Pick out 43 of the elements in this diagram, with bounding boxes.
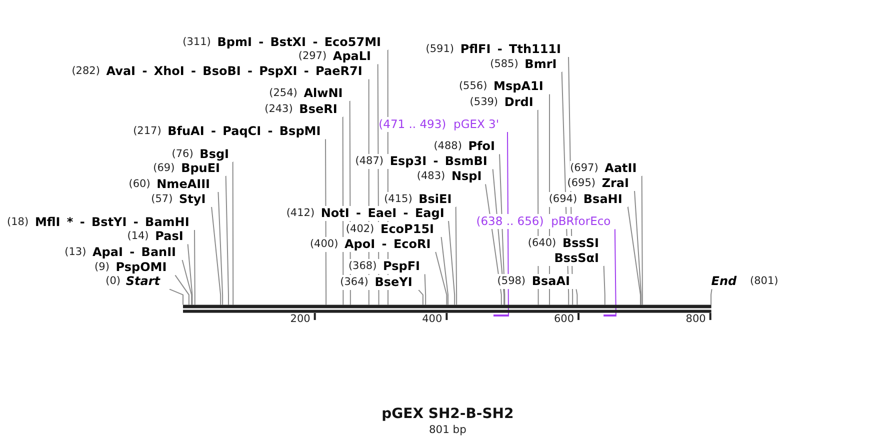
restriction-site-label: (364) BseYI <box>340 274 419 290</box>
tick-label: 400 <box>422 313 442 325</box>
primer-binding-mark <box>493 314 509 316</box>
leader-line <box>194 229 196 306</box>
tick-label: 800 <box>686 313 706 325</box>
leader-line <box>614 228 616 315</box>
restriction-site-label: (640) BssSI BssSαI <box>528 236 604 266</box>
dna-backbone <box>183 304 712 313</box>
restriction-site-label: (13) ApaI - BanII <box>64 244 183 260</box>
restriction-site-label: (69) BpuEI <box>153 160 226 176</box>
leader-line <box>225 175 229 306</box>
leader-line <box>174 274 190 306</box>
leader-line <box>232 161 234 306</box>
restriction-site-label: (697) AatII <box>570 160 642 176</box>
leader-line <box>440 236 448 306</box>
restriction-site-label: (18) MflI * - BstYI - BamHI <box>7 214 195 230</box>
leader-line <box>603 265 606 306</box>
restriction-site-label: (539) DrdI <box>470 94 538 110</box>
leader-line <box>211 206 222 306</box>
leader-line <box>576 288 578 306</box>
leader-line <box>169 288 184 306</box>
leader-line <box>627 206 641 306</box>
leader-line <box>710 288 712 306</box>
tick-label: 200 <box>290 313 310 325</box>
leader-line <box>418 289 424 306</box>
leader-line <box>448 220 456 306</box>
leader-line <box>218 191 224 306</box>
leader-line <box>455 206 458 306</box>
restriction-site-label: (695) ZraI <box>567 176 635 191</box>
leader-line <box>182 259 192 306</box>
restriction-site-label: (254) AlwNI <box>269 86 350 101</box>
leader-line <box>435 251 448 306</box>
map-title: pGEX SH2-B-SH2 <box>382 406 514 422</box>
leader-line <box>424 274 426 306</box>
restriction-site-label: (400) ApoI - EcoRI <box>310 236 436 252</box>
primer-binding-mark <box>604 314 616 316</box>
leader-line <box>187 244 193 306</box>
leader-line <box>641 175 643 306</box>
sequence-start-label: (0) Start <box>106 274 170 290</box>
sequence-length-label: 801 bp <box>429 422 466 436</box>
tick-label: 600 <box>554 313 574 325</box>
restriction-site-label: (412) NotI - EaeI - EagI <box>286 206 449 221</box>
leader-line <box>634 190 642 306</box>
